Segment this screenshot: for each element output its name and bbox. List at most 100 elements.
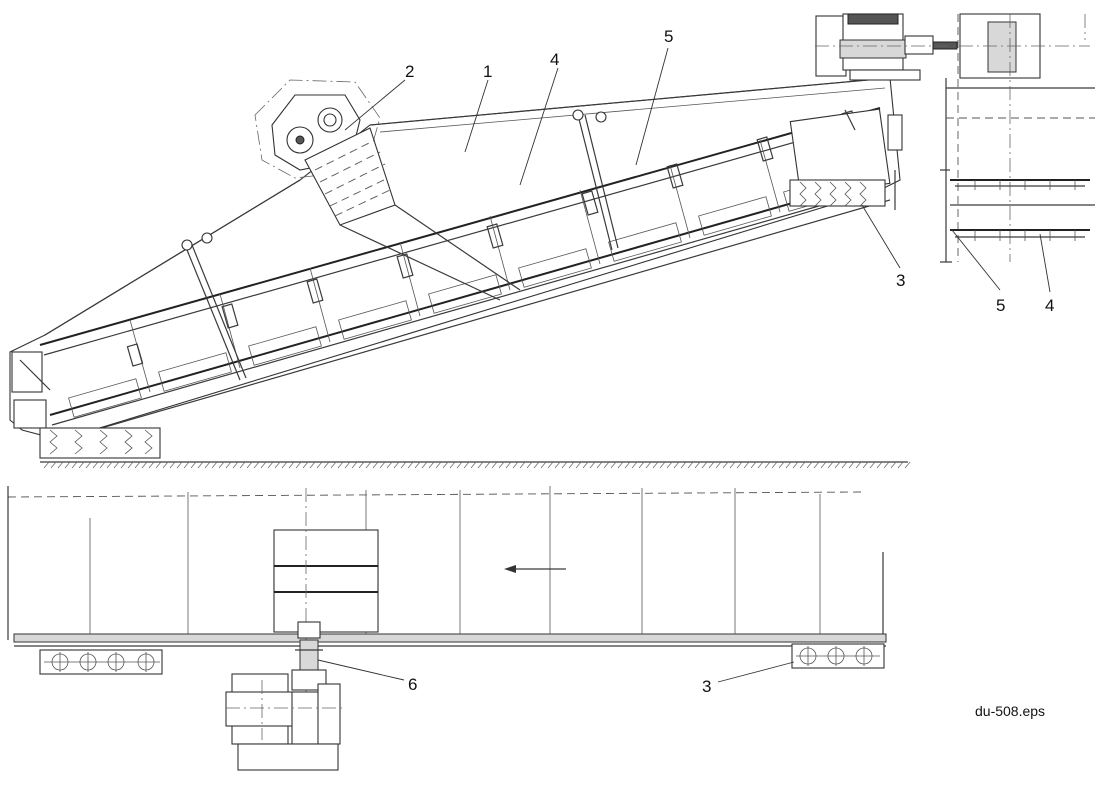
file-label: du-508.eps bbox=[975, 703, 1045, 719]
ground-hatch-stroke bbox=[631, 461, 638, 469]
ground-hatch-stroke bbox=[421, 461, 428, 469]
ground-hatch-stroke bbox=[239, 461, 246, 469]
lower-deck-line-b bbox=[51, 187, 883, 426]
ground-hatch-stroke bbox=[575, 461, 582, 469]
ground-hatch-stroke bbox=[750, 461, 757, 469]
ground-hatch-stroke bbox=[512, 461, 519, 469]
ground-hatch-stroke bbox=[617, 461, 624, 469]
feed-end-box bbox=[11, 351, 43, 393]
ground-hatch-stroke bbox=[785, 461, 792, 469]
spring-supports-left bbox=[39, 427, 161, 459]
pivot-left-a bbox=[181, 239, 193, 251]
leader-6 bbox=[317, 659, 405, 681]
ground-hatch-stroke bbox=[820, 461, 827, 469]
ground-hatch-stroke bbox=[897, 461, 904, 469]
ground-hatch-stroke bbox=[652, 461, 659, 469]
ground-hatch-stroke bbox=[715, 461, 722, 469]
spring-supports-right bbox=[789, 170, 896, 210]
ground-hatch-stroke bbox=[841, 461, 848, 469]
callout-3a: 3 bbox=[896, 271, 905, 290]
ground-hatch-stroke bbox=[169, 461, 176, 469]
support-rod-right bbox=[577, 114, 613, 251]
ground-hatch-stroke bbox=[393, 461, 400, 469]
pivot-right-a bbox=[572, 109, 584, 121]
callout-2: 2 bbox=[405, 62, 414, 81]
ground-hatch-stroke bbox=[50, 461, 57, 469]
ground-hatch-stroke bbox=[883, 461, 890, 469]
ground-hatch-stroke bbox=[218, 461, 225, 469]
ground-hatch-stroke bbox=[442, 461, 449, 469]
ground-hatch-stroke bbox=[547, 461, 554, 469]
ground-hatch-stroke bbox=[134, 461, 141, 469]
ground-hatch-stroke bbox=[659, 461, 666, 469]
leader-5a bbox=[635, 47, 669, 166]
ground-hatch-stroke bbox=[533, 461, 540, 469]
end-view bbox=[815, 13, 1095, 263]
ground-hatch-stroke bbox=[827, 461, 834, 469]
ground-hatch-stroke bbox=[729, 461, 736, 469]
ground-hatch-stroke bbox=[323, 461, 330, 469]
support-rod-left bbox=[184, 244, 241, 381]
ground-hatch-stroke bbox=[736, 461, 743, 469]
ground-hatch-stroke bbox=[799, 461, 806, 469]
ground-hatch-stroke bbox=[638, 461, 645, 469]
ground-hatch-stroke bbox=[554, 461, 561, 469]
ground-hatch-stroke bbox=[197, 461, 204, 469]
ground-hatch-stroke bbox=[484, 461, 491, 469]
exciter-drum bbox=[987, 21, 1017, 73]
ground-hatch-stroke bbox=[610, 461, 617, 469]
ground-hatch-stroke bbox=[309, 461, 316, 469]
discharge-end bbox=[789, 108, 903, 197]
ground-hatch-stroke bbox=[365, 461, 372, 469]
ground-hatch-stroke bbox=[316, 461, 323, 469]
ground-hatch-stroke bbox=[757, 461, 764, 469]
ground-hatch-stroke bbox=[106, 461, 113, 469]
ground-hatch-stroke bbox=[358, 461, 365, 469]
ground-hatch-stroke bbox=[92, 461, 99, 469]
ground-hatch-stroke bbox=[253, 461, 260, 469]
ground-hatch-stroke bbox=[764, 461, 771, 469]
ground-hatch-stroke bbox=[855, 461, 862, 469]
callout-6: 6 bbox=[408, 675, 417, 694]
callout-4a: 4 bbox=[550, 50, 559, 69]
ground-hatch-stroke bbox=[568, 461, 575, 469]
leader-3a bbox=[861, 204, 901, 269]
leader-3b bbox=[717, 661, 795, 683]
ground-hatch-stroke bbox=[386, 461, 393, 469]
ground-hatch-stroke bbox=[680, 461, 687, 469]
ground-hatch-stroke bbox=[295, 461, 302, 469]
ground-hatch-stroke bbox=[491, 461, 498, 469]
ground-hatch-stroke bbox=[645, 461, 652, 469]
ground-hatch-stroke bbox=[232, 461, 239, 469]
feed-end-line bbox=[19, 359, 51, 391]
ground-hatch-stroke bbox=[624, 461, 631, 469]
ground-hatch-stroke bbox=[596, 461, 603, 469]
ground-hatch-stroke bbox=[267, 461, 274, 469]
ground-hatch-stroke bbox=[176, 461, 183, 469]
motor-frame bbox=[839, 39, 907, 59]
leader-4a bbox=[519, 67, 559, 186]
ground-hatch-stroke bbox=[43, 461, 50, 469]
upper-deck-line bbox=[39, 107, 881, 346]
exciter-unit bbox=[254, 79, 521, 301]
coupling bbox=[904, 35, 934, 55]
ground-hatch-stroke bbox=[806, 461, 813, 469]
ground-hatch-stroke bbox=[225, 461, 232, 469]
callout-5a: 5 bbox=[664, 27, 673, 46]
ground-hatch-stroke bbox=[771, 461, 778, 469]
pivot-left-b bbox=[201, 232, 213, 244]
ground-hatch-stroke bbox=[428, 461, 435, 469]
ground-hatch-stroke bbox=[330, 461, 337, 469]
leader-2 bbox=[344, 79, 406, 131]
upper-deck-line-b bbox=[43, 117, 881, 356]
ground-hatch-stroke bbox=[519, 461, 526, 469]
ground-hatch-stroke bbox=[274, 461, 281, 469]
ground-hatch-stroke bbox=[666, 461, 673, 469]
ground-hatch-stroke bbox=[64, 461, 71, 469]
ground-hatch-stroke bbox=[778, 461, 785, 469]
drive-shaft bbox=[932, 41, 958, 50]
lower-deck-line bbox=[49, 177, 881, 416]
callout-3b: 3 bbox=[702, 677, 711, 696]
ground-hatch-stroke bbox=[260, 461, 267, 469]
ground-hatch-stroke bbox=[540, 461, 547, 469]
